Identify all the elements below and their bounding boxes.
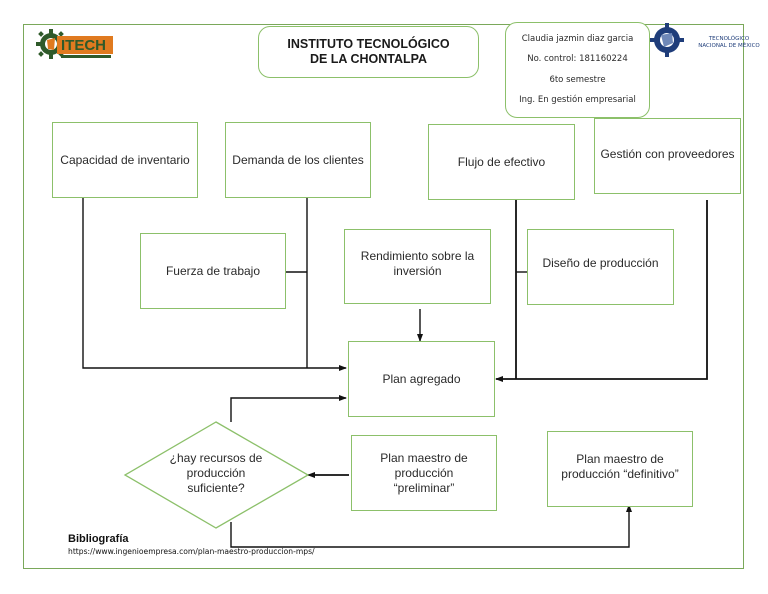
connector-decision-loop bbox=[230, 395, 347, 422]
node-gestion-label: Gestión con proveedores bbox=[600, 147, 735, 161]
decision-diamond bbox=[123, 421, 310, 529]
node-demanda-clientes: Demanda de los clientes bbox=[225, 122, 371, 198]
institution-title-box: INSTITUTO TECNOLÓGICO DE LA CHONTALPA bbox=[258, 26, 479, 78]
student-semester: 6to semestre bbox=[549, 74, 606, 85]
node-rendimiento-inversion: Rendimiento sobre la inversión bbox=[344, 229, 491, 304]
tecnm-line1: TECNOLÓGICO bbox=[708, 35, 750, 42]
node-capacidad-label: Capacidad de inventario bbox=[60, 152, 190, 167]
node-plan-preliminar: Plan maestro de producción “preliminar” bbox=[351, 435, 497, 511]
node-demanda-label: Demanda de los clientes bbox=[232, 152, 364, 167]
node-diseno-produccion: Diseño de producción bbox=[527, 229, 674, 305]
decision-label: ¿hay recursos de producción suficiente? bbox=[169, 451, 263, 495]
student-control: No. control: 181160224 bbox=[527, 54, 628, 65]
tecnm-logo: TECNOLÓGICO NACIONAL DE MÉXICO bbox=[650, 23, 760, 57]
tecnm-line2: NACIONAL DE MÉXICO bbox=[698, 41, 760, 49]
bibliography-link[interactable]: https://www.ingenioempresa.com/plan-maes… bbox=[68, 547, 315, 556]
node-rendimiento-label: Rendimiento sobre la inversión bbox=[360, 249, 475, 278]
connector-definitivo bbox=[230, 504, 632, 548]
node-plan-definitivo: Plan maestro de producción “definitivo” bbox=[547, 431, 693, 507]
node-fuerza-trabajo: Fuerza de trabajo bbox=[140, 233, 286, 309]
node-fuerza-label: Fuerza de trabajo bbox=[165, 263, 261, 278]
page-frame bbox=[23, 24, 744, 569]
tecnm-gear-icon bbox=[650, 23, 684, 57]
node-diseno-label: Diseño de producción bbox=[542, 256, 659, 270]
node-plan-agregado: Plan agregado bbox=[348, 341, 495, 417]
node-plan-definitivo-label: Plan maestro de producción “definitivo” bbox=[561, 452, 679, 481]
student-name: Claudia jazmin diaz garcia bbox=[521, 33, 634, 44]
node-plan-agregado-label: Plan agregado bbox=[382, 371, 461, 386]
node-plan-preliminar-label: Plan maestro de producción “preliminar” bbox=[380, 450, 468, 495]
institution-title: INSTITUTO TECNOLÓGICO DE LA CHONTALPA bbox=[287, 37, 450, 66]
node-capacidad-inventario: Capacidad de inventario bbox=[52, 122, 198, 198]
node-flujo-label: Flujo de efectivo bbox=[457, 154, 546, 169]
student-info-box: Claudia jazmin diaz garcia No. control: … bbox=[505, 22, 650, 118]
itech-logo: ITECH bbox=[36, 29, 113, 59]
node-flujo-efectivo: Flujo de efectivo bbox=[428, 124, 575, 200]
connector-capacidad bbox=[82, 198, 347, 371]
student-career: Ing. En gestión empresarial bbox=[519, 95, 636, 106]
node-gestion-proveedores: Gestión con proveedores bbox=[594, 118, 741, 194]
itech-text: ITECH bbox=[61, 37, 106, 54]
connector-gestion bbox=[495, 200, 708, 382]
bibliography-title: Bibliografía bbox=[68, 533, 129, 545]
